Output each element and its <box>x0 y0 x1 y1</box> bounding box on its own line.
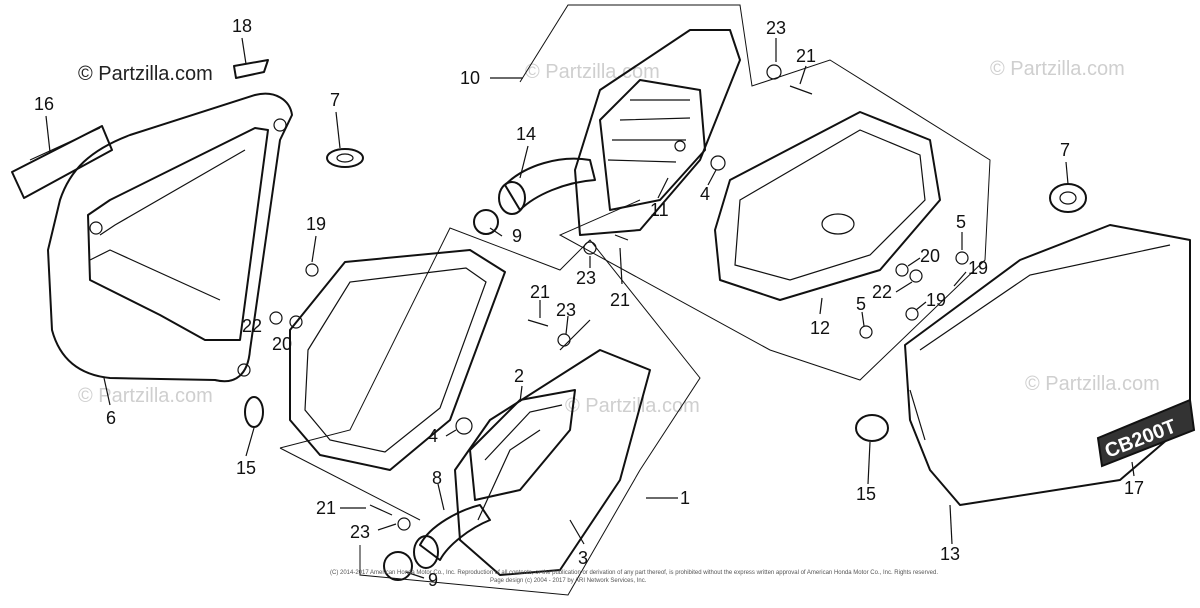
callout-15-right: 15 <box>856 484 876 504</box>
emblem-plate: CB200T <box>1096 398 1196 468</box>
clamp-lower <box>383 551 413 581</box>
group-frame-upper <box>519 4 991 381</box>
callout-23-middle: 23 <box>576 268 596 288</box>
callout-12: 12 <box>810 318 830 338</box>
air-cleaner-element-lower <box>469 389 576 501</box>
callout-22-right: 22 <box>872 282 892 302</box>
callout-6: 6 <box>106 408 116 428</box>
right-side-cover <box>904 224 1191 506</box>
small-fasteners <box>269 64 969 531</box>
callout-10: 10 <box>460 68 480 88</box>
callout-4-upper: 4 <box>700 184 710 204</box>
callout-23-lower: 23 <box>556 300 576 320</box>
callout-16: 16 <box>34 94 54 114</box>
watermark-center: © Partzilla.com <box>565 395 700 417</box>
callout-1: 1 <box>680 488 690 508</box>
label-tag <box>233 59 269 79</box>
callout-14: 14 <box>516 124 536 144</box>
callout-20-left: 20 <box>272 334 292 354</box>
air-cleaner-case-lower <box>289 249 651 576</box>
callout-21-lower: 21 <box>530 282 550 302</box>
callout-11: 11 <box>650 200 669 220</box>
callout-20-right: 20 <box>920 246 940 266</box>
grommet-lower-left <box>244 396 264 428</box>
grommet-upper-right <box>1049 183 1087 213</box>
left-side-cover <box>47 92 293 383</box>
callout-19-left: 19 <box>306 214 326 234</box>
air-cleaner-cover-upper <box>714 111 941 301</box>
callout-23-top: 23 <box>766 18 786 38</box>
callout-7-right: 7 <box>1060 140 1070 160</box>
grommet-lower-right <box>855 414 889 442</box>
watermark-top-center: © Partzilla.com <box>525 61 660 83</box>
callout-8: 8 <box>432 468 442 488</box>
watermark-left: © Partzilla.com <box>78 385 213 407</box>
leader-lines <box>45 37 1135 579</box>
callout-21-bottom: 21 <box>316 498 336 518</box>
callout-13: 13 <box>940 544 960 564</box>
group-frame-lower <box>279 227 701 596</box>
callout-4-lower: 4 <box>428 426 438 446</box>
intake-tube-upper <box>498 157 596 215</box>
callout-7-left: 7 <box>330 90 340 110</box>
callout-5-upper: 5 <box>956 212 966 232</box>
intake-tube-lower <box>413 504 491 569</box>
callout-21-middle: 21 <box>610 290 630 310</box>
watermark-right: © Partzilla.com <box>1025 373 1160 395</box>
copyright-line-2: Page design (c) 2004 - 2017 by ARI Netwo… <box>490 578 647 584</box>
callout-9-lower: 9 <box>428 570 438 590</box>
clamp-upper <box>473 209 499 235</box>
callout-19-right-lower: 19 <box>926 290 946 310</box>
watermark-main: © Partzilla.com <box>78 63 213 85</box>
copyright-line-1: (C) 2014-2017 American Honda Motor Co., … <box>330 570 938 576</box>
group-frame-lower-edge <box>279 447 421 521</box>
callout-18: 18 <box>232 16 252 36</box>
trim-strip <box>11 125 113 199</box>
callout-17: 17 <box>1124 478 1144 498</box>
callout-22-left: 22 <box>242 316 262 336</box>
callout-2: 2 <box>514 366 524 386</box>
callout-9-upper: 9 <box>512 226 522 246</box>
callout-15-left: 15 <box>236 458 256 478</box>
callout-3: 3 <box>578 548 588 568</box>
callout-23-bottom: 23 <box>350 522 370 542</box>
grommet-upper-left <box>326 148 364 168</box>
watermark-top-right: © Partzilla.com <box>990 58 1125 80</box>
callout-5-lower: 5 <box>856 294 866 314</box>
callout-19-right-upper: 19 <box>968 258 988 278</box>
callout-21-top: 21 <box>796 46 816 66</box>
air-cleaner-case-upper <box>574 29 741 236</box>
